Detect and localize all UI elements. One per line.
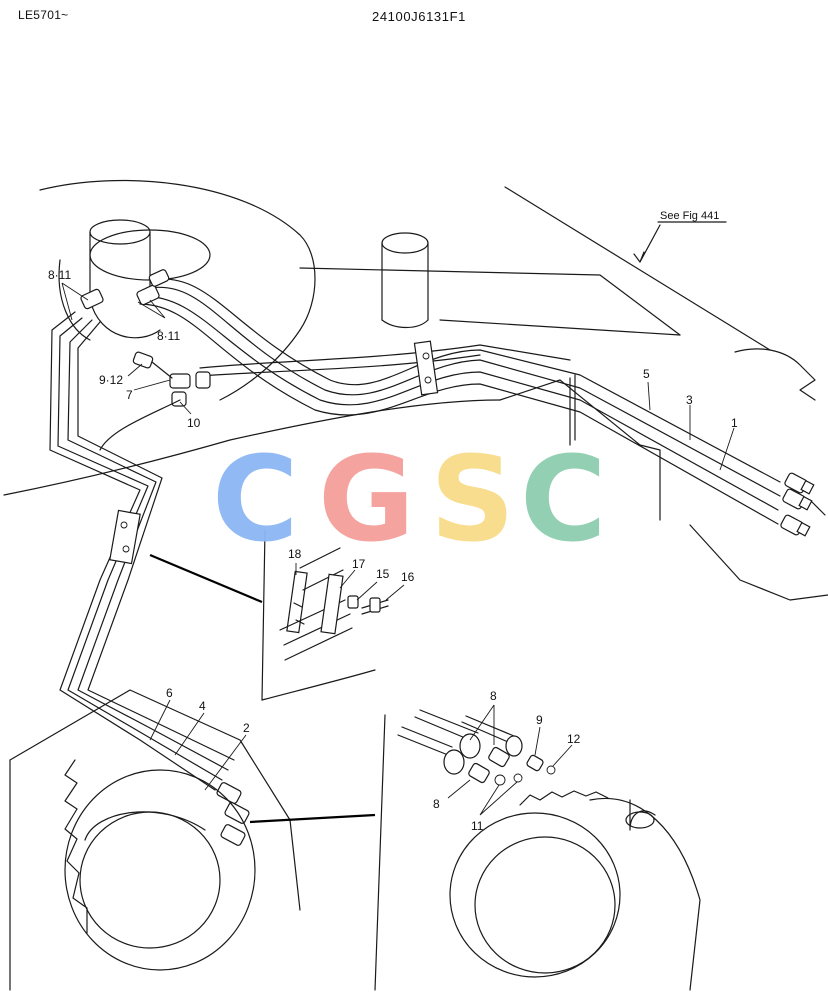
callout-5: 5 bbox=[643, 367, 650, 381]
serial-range-label: LE5701~ bbox=[18, 8, 69, 22]
callout-4: 4 bbox=[199, 699, 206, 713]
travel-motor-left bbox=[9, 689, 301, 991]
callout-15: 15 bbox=[376, 567, 390, 581]
fitting-3 bbox=[782, 488, 813, 511]
callout-9: 9 bbox=[536, 713, 543, 727]
callout-8-bottom: 8 bbox=[433, 797, 440, 811]
watermark-letter-g: G bbox=[318, 430, 415, 568]
upper-hose-bundle bbox=[139, 278, 781, 525]
leader-to-clamp-detail bbox=[149, 553, 263, 604]
callout-17: 17 bbox=[352, 557, 366, 571]
callout-8-11-left: 8·11 bbox=[48, 268, 71, 282]
watermark-letter-c2: C bbox=[520, 430, 607, 568]
watermark-letter-c1: C bbox=[212, 430, 299, 568]
left-hose-bundle bbox=[49, 311, 235, 791]
leader-to-motor-detail bbox=[249, 813, 376, 824]
figure-code-label: 24100J6131F1 bbox=[372, 9, 466, 24]
callout-8-top: 8 bbox=[490, 689, 497, 703]
callout-7: 7 bbox=[126, 388, 133, 402]
upper-frame-outline bbox=[3, 179, 828, 601]
callout-1: 1 bbox=[731, 416, 738, 430]
fitting-1 bbox=[784, 472, 815, 495]
callout-leaders bbox=[61, 282, 735, 816]
swivel-fittings bbox=[80, 269, 211, 451]
swivel-joint bbox=[58, 219, 429, 341]
callout-6: 6 bbox=[166, 686, 173, 700]
callout-9-12: 9·12 bbox=[99, 373, 123, 387]
right-end-fittings bbox=[780, 472, 815, 537]
watermark-letter-s: S bbox=[430, 430, 515, 568]
clamp-detail bbox=[261, 529, 389, 701]
callout-11: 11 bbox=[471, 819, 484, 833]
watermark: C G S C bbox=[212, 430, 607, 568]
travel-motor-detail bbox=[374, 709, 701, 991]
callout-8-11-right: 8·11 bbox=[157, 329, 180, 343]
see-fig-label: See Fig 441 bbox=[660, 210, 719, 222]
see-fig-reference bbox=[633, 221, 727, 263]
callout-16: 16 bbox=[401, 570, 415, 584]
callout-3: 3 bbox=[686, 393, 693, 407]
callout-10: 10 bbox=[187, 416, 201, 430]
fitting-5 bbox=[780, 514, 811, 537]
lower-end-fittings bbox=[216, 782, 250, 846]
callout-18: 18 bbox=[288, 547, 302, 561]
callout-2: 2 bbox=[243, 721, 250, 735]
callout-12: 12 bbox=[567, 732, 581, 746]
